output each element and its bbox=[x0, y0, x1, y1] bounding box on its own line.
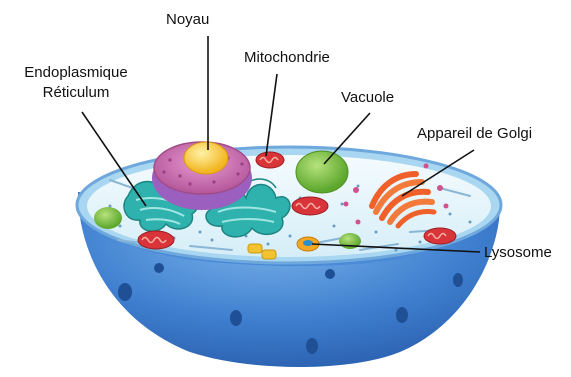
label-vacuole: Vacuole bbox=[341, 89, 394, 107]
nucleolus bbox=[184, 142, 228, 174]
membrane-pore bbox=[154, 263, 164, 273]
membrane-pore bbox=[118, 283, 132, 301]
label-reticulum-line2: Réticulum bbox=[13, 84, 139, 102]
mitochondrion bbox=[256, 152, 284, 168]
leader-line-mitochondrie bbox=[266, 74, 277, 156]
membrane-pore bbox=[306, 338, 318, 354]
vacuole bbox=[296, 151, 348, 193]
mitochondrion bbox=[292, 197, 328, 215]
label-noyau: Noyau bbox=[166, 11, 209, 29]
mitochondrion bbox=[138, 231, 174, 249]
label-golgi: Appareil de Golgi bbox=[417, 125, 532, 143]
nucleus bbox=[152, 142, 252, 210]
label-mitochondrie: Mitochondrie bbox=[244, 49, 330, 67]
label-reticulum-line1: Endoplasmique bbox=[13, 64, 139, 82]
membrane-pore bbox=[230, 310, 242, 326]
membrane-pore bbox=[453, 273, 463, 287]
membrane-pore bbox=[325, 269, 335, 279]
small-vacuole bbox=[94, 207, 122, 229]
mitochondrion bbox=[424, 228, 456, 244]
membrane-pore bbox=[396, 307, 408, 323]
label-reticulum: Endoplasmique Réticulum bbox=[13, 64, 139, 102]
label-lysosome: Lysosome bbox=[484, 244, 552, 262]
